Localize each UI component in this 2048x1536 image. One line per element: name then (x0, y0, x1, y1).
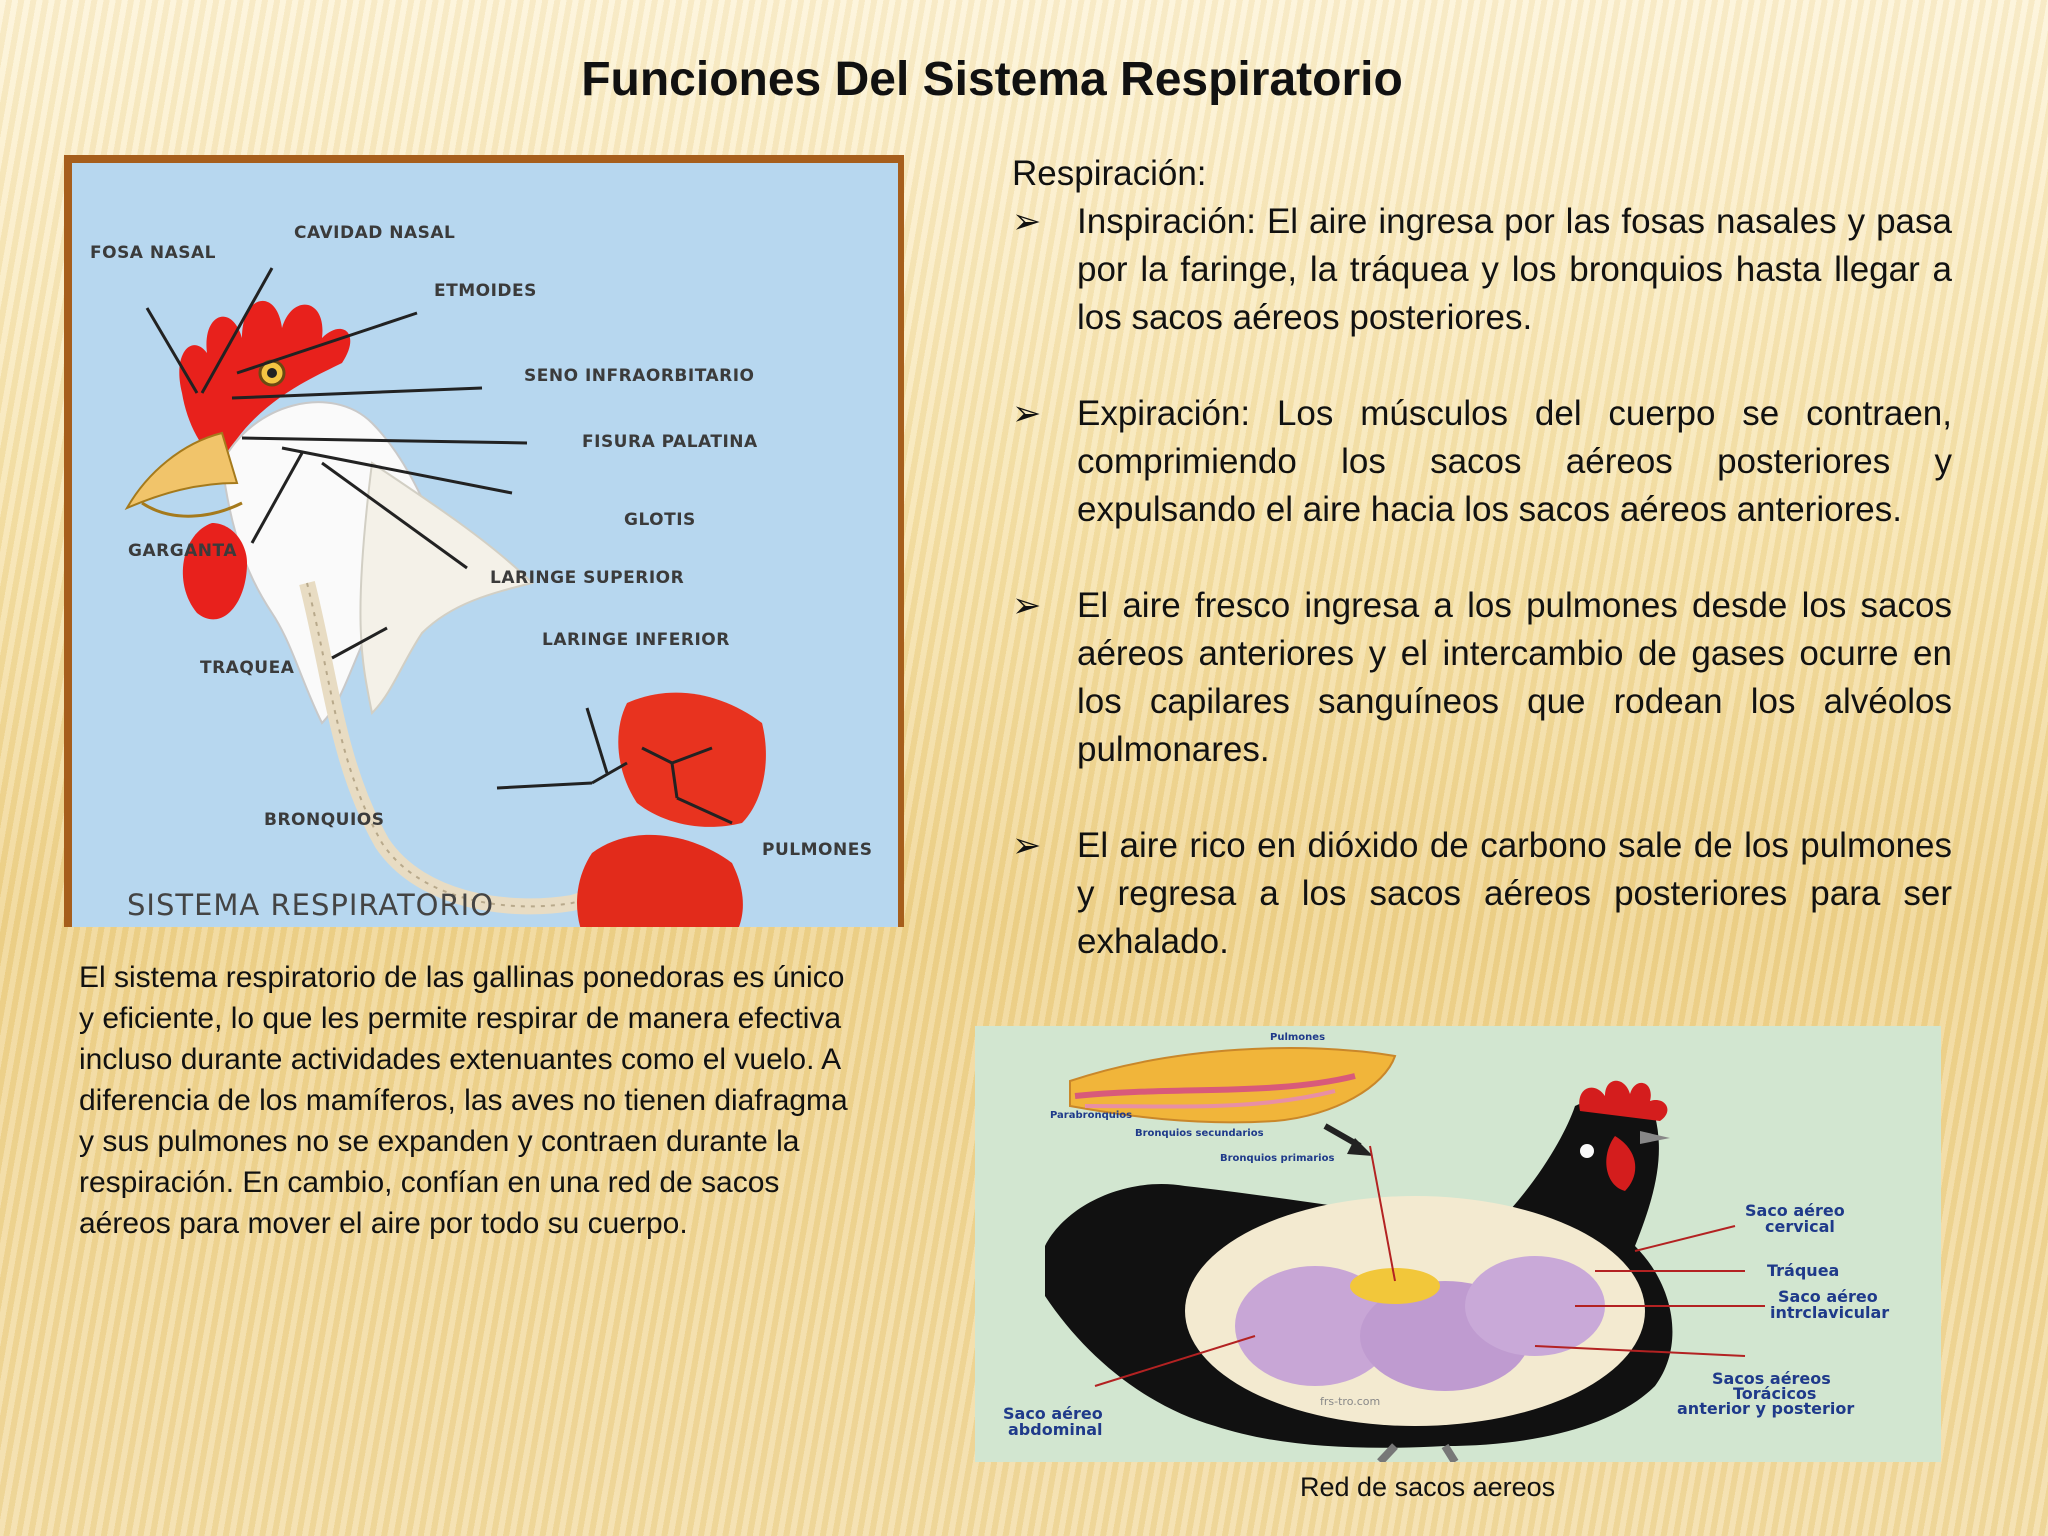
label2-saco-interclavicular-sub: intrclavicular (1770, 1303, 1889, 1322)
label-sistema-respiratorio: SISTEMA RESPIRATORIO (127, 888, 494, 922)
rooster-illustration: FOSA NASAL CAVIDAD NASAL ETMOIDES SENO I… (90, 223, 873, 927)
label-etmoides: ETMOIDES (434, 281, 537, 301)
hen-comb (1579, 1080, 1668, 1121)
label2-sacos-toracicos: Sacos aéreos (1712, 1369, 1831, 1388)
lung-detail (1069, 1047, 1397, 1124)
label-pulmones: PULMONES (762, 840, 873, 860)
label2-pulmones: Pulmones (1270, 1032, 1325, 1043)
label2-bronquios-secundarios: Bronquios secundarios (1135, 1128, 1264, 1139)
hen-illustration: Pulmones Parabronquios Bronquios secunda… (1003, 1032, 1889, 1462)
hen-wattle (1606, 1136, 1636, 1191)
respiracion-section: Respiración: ➢ Inspiración: El aire ingr… (1012, 150, 1952, 1014)
arrow-bullet-icon: ➢ (1012, 826, 1042, 865)
label-laringe-superior: LARINGE SUPERIOR (490, 568, 684, 588)
rooster-wattle (182, 523, 247, 620)
label-traquea: TRAQUEA (200, 658, 295, 678)
label2-saco-interclavicular: Saco aéreo (1778, 1287, 1878, 1306)
diagram-background: FOSA NASAL CAVIDAD NASAL ETMOIDES SENO I… (72, 163, 898, 927)
air-sac-lobe (1235, 1266, 1395, 1386)
bullet-text: Expiración: Los músculos del cuerpo se c… (1077, 394, 1952, 529)
label2-sacos-toracicos-sub: Torácicos (1733, 1384, 1816, 1403)
page-title: Funciones Del Sistema Respiratorio (581, 53, 1403, 106)
hen-beak (1640, 1131, 1670, 1144)
hen-eye (1580, 1144, 1594, 1158)
label2-saco-abdominal: Saco aéreo (1003, 1404, 1103, 1423)
rooster-beak (124, 431, 239, 511)
label2-saco-cervical: Saco aéreo (1745, 1201, 1845, 1220)
label-laringe-inferior: LARINGE INFERIOR (542, 630, 730, 650)
watermark: frs-tro.com (1320, 1395, 1380, 1408)
arrow-bullet-icon: ➢ (1012, 586, 1042, 625)
air-sacs-diagram: Pulmones Parabronquios Bronquios secunda… (975, 1026, 1941, 1462)
lung-inner (1350, 1268, 1440, 1304)
label-fisura-palatina: FISURA PALATINA (582, 432, 758, 452)
bullet-item: ➢ El aire rico en dióxido de carbono sal… (1012, 822, 1952, 966)
bullet-text: El aire fresco ingresa a los pulmones de… (1077, 586, 1952, 769)
label-fosa-nasal: FOSA NASAL (90, 243, 216, 263)
respiracion-heading: Respiración: (1012, 154, 1207, 193)
label-glotis: GLOTIS (624, 510, 696, 530)
respiratory-system-diagram: FOSA NASAL CAVIDAD NASAL ETMOIDES SENO I… (64, 155, 904, 927)
arrow-bullet-icon: ➢ (1012, 394, 1042, 433)
lung-upper (618, 692, 766, 827)
description-paragraph: El sistema respiratorio de las gallinas … (79, 961, 848, 1240)
rooster-neck-feathers (359, 461, 534, 716)
bullet-item: ➢ Expiración: Los músculos del cuerpo se… (1012, 390, 1952, 534)
label2-saco-cervical-sub: cervical (1765, 1217, 1835, 1236)
label2-saco-abdominal-sub: abdominal (1008, 1420, 1103, 1439)
bullet-item: ➢ Inspiración: El aire ingresa por las f… (1012, 198, 1952, 342)
label-cavidad-nasal: CAVIDAD NASAL (294, 223, 455, 243)
label-garganta: GARGANTA (128, 541, 237, 561)
label-seno-infraorbitario: SENO INFRAORBITARIO (524, 366, 755, 386)
bullet-item: ➢ El aire fresco ingresa a los pulmones … (1012, 582, 1952, 774)
image-caption: Red de sacos aereos (1300, 1472, 1556, 1502)
lung-lower (577, 834, 743, 927)
label2-parabronquios: Parabronquios (1050, 1110, 1132, 1121)
label2-traquea: Tráquea (1767, 1261, 1839, 1280)
bullet-text: El aire rico en dióxido de carbono sale … (1077, 826, 1952, 961)
label2-bronquios-primarios: Bronquios primarios (1220, 1153, 1334, 1164)
label-bronquios: BRONQUIOS (264, 810, 385, 830)
label2-sacos-toracicos-pos: anterior y posterior (1677, 1399, 1854, 1418)
air-sac-lobe (1465, 1256, 1605, 1356)
arrow-bullet-icon: ➢ (1012, 202, 1042, 241)
bullet-text: Inspiración: El aire ingresa por las fos… (1077, 202, 1952, 337)
